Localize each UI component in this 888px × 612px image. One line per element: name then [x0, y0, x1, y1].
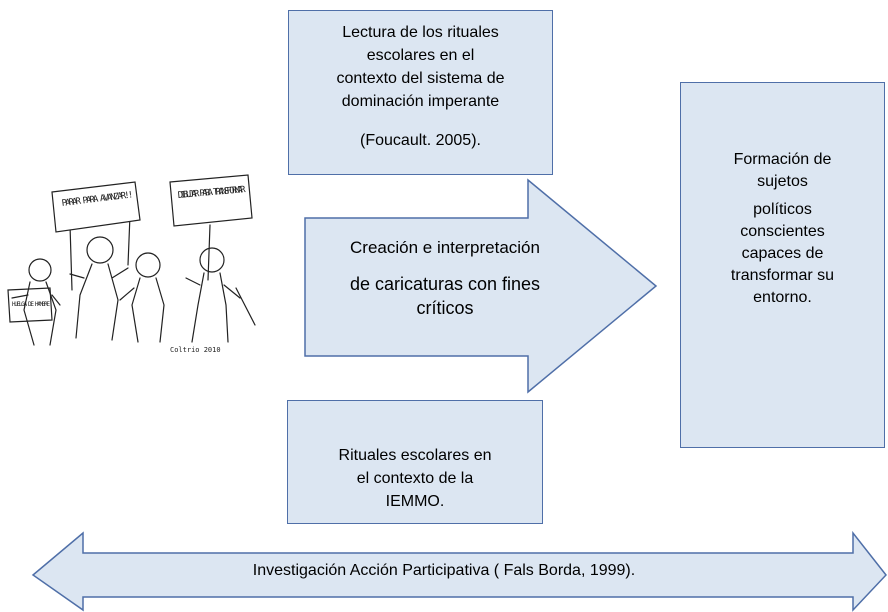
cartoon-signature: Coltrio 2010	[170, 346, 221, 354]
top-box-line: dominación imperante	[341, 93, 500, 110]
center-arrow-line2b: críticos	[416, 298, 474, 318]
top-box-line: Lectura de los rituales	[342, 24, 499, 41]
bottom-double-arrow-shape	[31, 530, 887, 612]
right-box-body-line: entorno.	[753, 289, 812, 306]
center-arrow-line2a: de caricaturas con fines	[349, 274, 541, 294]
bottom-box-line: Rituales escolares en	[338, 447, 492, 464]
center-arrow-line2: de caricaturas con fines críticos	[305, 272, 585, 320]
cartoon-sign-3: HUELGA DE HAMBRE	[12, 301, 50, 308]
bottom-arrow-label: Investigación Acción Participativa ( Fal…	[252, 562, 636, 579]
bottom-box-line: IEMMO.	[385, 493, 445, 510]
right-box-title-line: sujetos	[757, 173, 808, 190]
right-box-title-line: Formación de	[733, 151, 832, 168]
bottom-box-line: el contexto de la	[356, 470, 474, 487]
top-box-citation: (Foucault. 2005).	[360, 132, 481, 149]
right-box-body-line: políticos	[753, 201, 812, 218]
center-arrow-line1: Creación e interpretación	[350, 238, 540, 257]
protest-cartoon-image: PARAR PARA AVANZAR!! DIBUJAR PARA TRANSF…	[7, 174, 256, 354]
right-box-body-line: conscientes	[740, 223, 825, 240]
top-box: Lectura de los rituales escolares en el …	[288, 10, 553, 175]
right-box: Formación de sujetos políticos conscient…	[680, 82, 885, 448]
right-box-body-line: capaces de	[741, 245, 824, 262]
bottom-box: Rituales escolares en el contexto de la …	[287, 400, 543, 524]
right-box-body-line: transformar su	[730, 267, 835, 284]
top-box-line: contexto del sistema de	[336, 70, 505, 87]
top-box-line: escolares en el	[366, 47, 475, 64]
